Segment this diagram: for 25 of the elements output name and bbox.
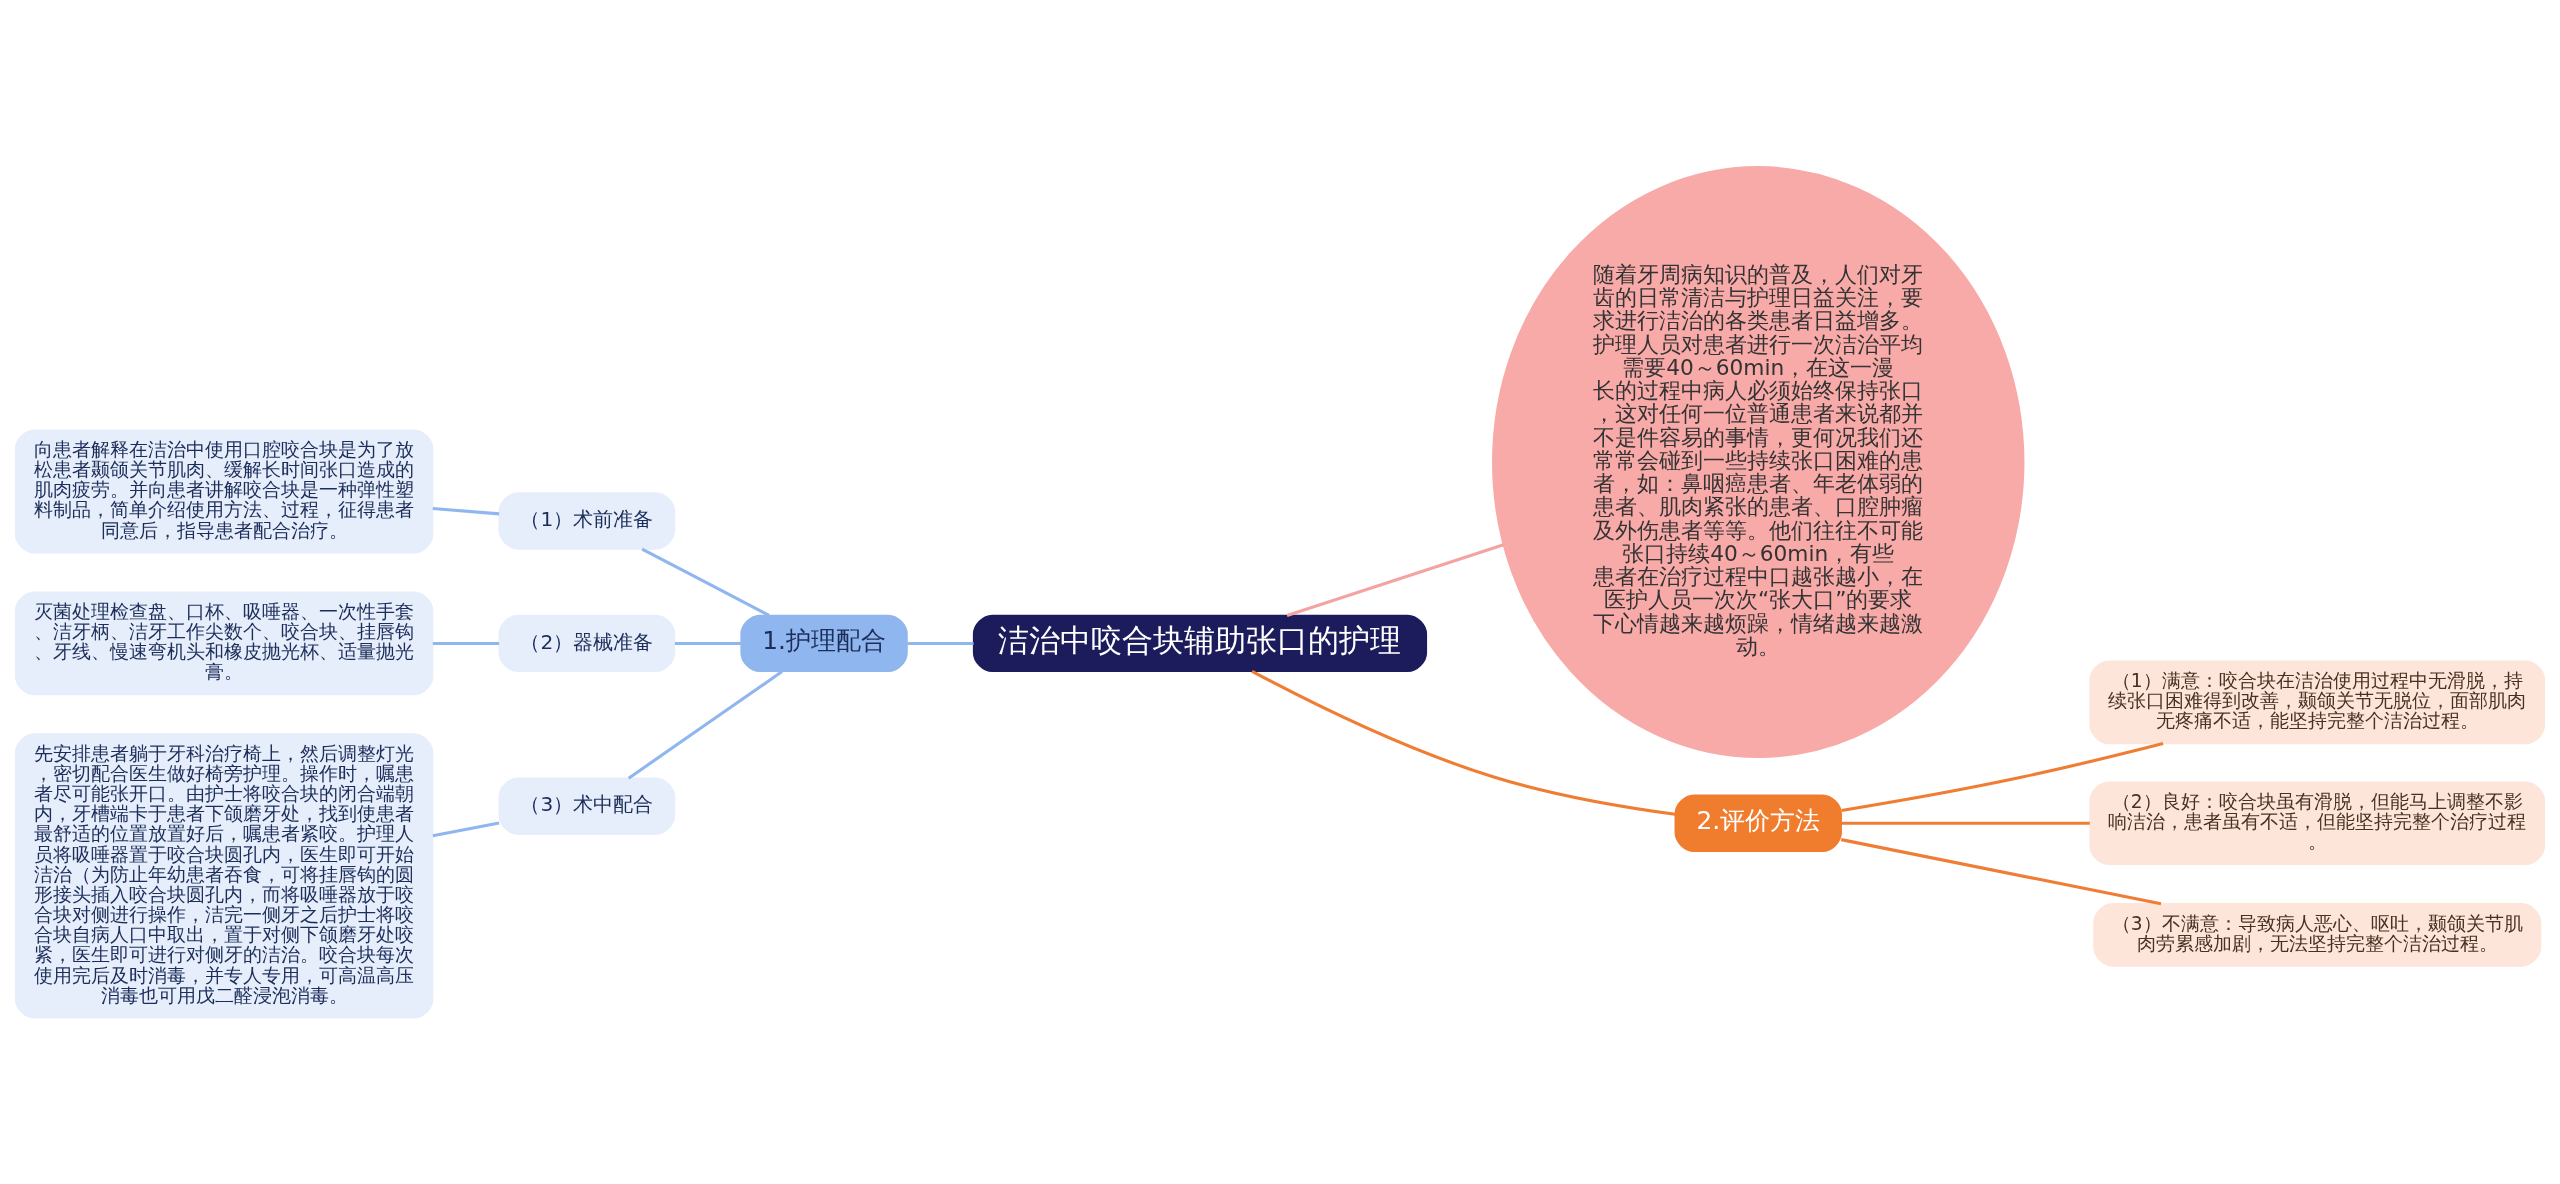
node-box: （2）器械准备 bbox=[498, 614, 676, 672]
node-box: 2.评价方法 bbox=[1674, 794, 1842, 852]
node-ellipse: 随着牙周病知识的普及，人们对牙齿的日常清洁与护理日益关注，要求进行洁治的各类患者日益增多。护理人员对患者进行一次洁治平均需要40～60min，在这一漫长的过程中病人必须始终保持张口，这对任何一位普通患者来说都并不是件容易的事情，更何况我们还常常会碰到一些持续张口困难的患者，如：鼻咽癌患者、年老体弱的患者、肌肉紧张的患者、口腔肿瘤及外伤患者等等。他们往往不可能张口持续40～60min，有些患者在治疗过程中口越张越小，在医护人员一次次“张大口”的要求下心情越来越烦躁，情绪越来越激动。 bbox=[1492, 165, 2025, 758]
connector bbox=[1251, 669, 1676, 816]
node-box: （1）满意：咬合块在洁治使用过程中无滑脱，持续张口困难得到改善，颞颌关节无脱位，面部肌肉无疼痛不适，能坚持完整个洁治过程。 bbox=[2089, 660, 2546, 744]
connector bbox=[627, 669, 783, 779]
connector bbox=[907, 641, 974, 645]
node-box: 1.护理配合 bbox=[740, 614, 908, 672]
node-box: 向患者解释在洁治中使用口腔咬合块是为了放松患者颞颌关节肌肉、缓解长时间张口造成的肌肉疲劳。并向患者讲解咬合块是一种弹性塑料制品，简单介绍使用方法、过程，征得患者同意后，指导患者配合治疗。 bbox=[14, 429, 434, 554]
node-box: 洁治中咬合块辅助张口的护理 bbox=[972, 614, 1428, 672]
connector bbox=[432, 506, 500, 515]
node-box: 先安排患者躺于牙科治疗椅上，然后调整灯光，密切配合医生做好椅旁护理。操作时，嘱患者尽可能张开口。由护士将咬合块的闭合端朝内，牙槽端卡于患者下颌磨牙处，找到使患者最舒适的位置放置好后，嘱患者紧咬。护理人员将吸唾器置于咬合块圆孔内，医生即可开始洁治（为防止年幼患者吞食，可将挂唇钩的圆形接头插入咬合块圆孔内，而将吸唾器放于咬合块对侧进行操作，洁完一侧牙之后护士将咬合块自病人口中取出，置于对侧下颌磨牙处咬紧，医生即可进行对侧牙的洁治。咬合块每次使用完后及时消毒，并专人专用，可高温高压消毒也可用戊二醛浸泡消毒。 bbox=[14, 732, 434, 1019]
connector bbox=[1286, 542, 1504, 617]
connector bbox=[674, 641, 742, 645]
node-box: 灭菌处理检查盘、口杯、吸唾器、一次性手套、洁牙柄、洁牙工作尖数个、咬合块、挂唇钩、牙线、慢速弯机头和橡皮抛光杯、适量抛光膏。 bbox=[14, 591, 434, 695]
node-box: （2）良好：咬合块虽有滑脱，但能马上调整不影响洁治，患者虽有不适，但能坚持完整个治疗过程。 bbox=[2089, 780, 2546, 865]
node-box: （3）术中配合 bbox=[498, 777, 676, 835]
connector bbox=[432, 820, 500, 837]
connector bbox=[1841, 741, 2164, 812]
node-box: （1）术前准备 bbox=[498, 491, 676, 550]
node-box: （3）不满意：导致病人恶心、呕吐，颞颌关节肌肉劳累感加剧，无法坚持完整个洁治过程。 bbox=[2093, 902, 2542, 967]
connector bbox=[432, 641, 500, 645]
connector bbox=[641, 547, 770, 617]
connector bbox=[1840, 837, 2162, 905]
connector bbox=[1841, 821, 2090, 825]
